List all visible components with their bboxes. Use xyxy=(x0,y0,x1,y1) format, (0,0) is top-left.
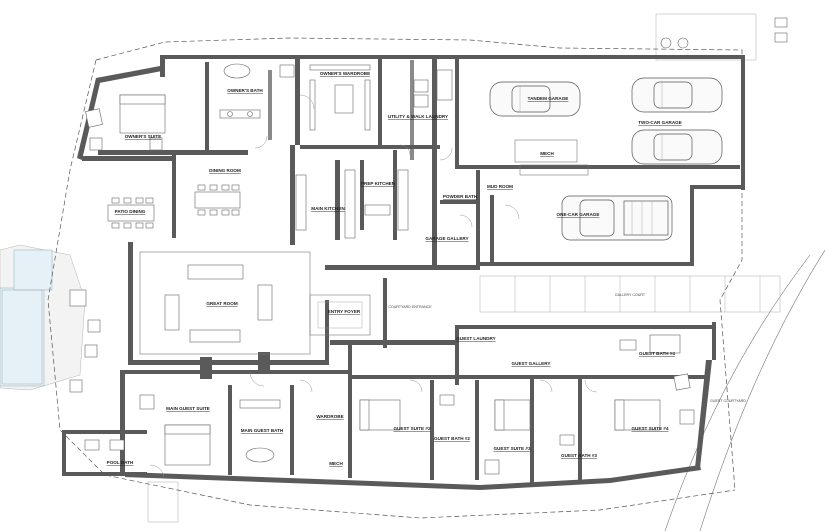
label-one-car-garage: ONE-CAR GARAGE xyxy=(557,212,600,217)
label-guest-bath-2: GUEST BATH #2 xyxy=(434,436,470,441)
door-swings xyxy=(149,94,598,480)
label-two-car-garage: TWO-CAR GARAGE xyxy=(638,120,682,125)
label-entry-foyer: ENTRY FOYER xyxy=(328,309,361,314)
planter-1 xyxy=(660,37,672,49)
kitchen-island xyxy=(295,174,307,231)
gallery-court-pavers xyxy=(479,275,781,313)
label-main-guest-suite: MAIN GUEST SUITE xyxy=(166,406,210,411)
spa xyxy=(13,249,53,291)
planter-2 xyxy=(677,37,689,49)
main-guest-tub xyxy=(245,447,275,463)
planter-3 xyxy=(774,17,788,28)
sofa-main xyxy=(187,264,244,280)
label-mech-bottom: MECH xyxy=(329,461,343,466)
label-guest-courtyard: GUEST COURTYARD xyxy=(710,399,746,403)
pool xyxy=(0,287,45,387)
label-dining-room: DINING ROOM xyxy=(209,168,241,173)
driveway-curve-outer xyxy=(699,249,825,531)
label-guest-suite-3: GUEST SUITE #3 xyxy=(493,446,530,451)
label-prep-kitchen: PREP KITCHEN xyxy=(361,181,396,186)
patio-table xyxy=(107,204,155,222)
car-tandem xyxy=(489,81,581,117)
label-gallery-court: GALLERY COURT xyxy=(615,293,646,297)
label-patio-dining: PATIO DINING xyxy=(115,209,146,214)
label-guest-suite-2: GUEST SUITE #2 xyxy=(393,426,430,431)
dining-table xyxy=(194,191,241,209)
pool-coping xyxy=(1,289,43,385)
label-mech-top: MECH xyxy=(540,151,554,156)
label-courtyard-entrance: COURTYARD ENTRANCE xyxy=(388,305,432,309)
label-guest-suite-4: GUEST SUITE #4 xyxy=(631,426,668,431)
owners-tub xyxy=(223,63,251,79)
label-owners-wardrobe: OWNER'S WARDROBE xyxy=(320,71,370,76)
label-mud-room: MUD ROOM xyxy=(487,184,513,189)
label-guest-laundry: GUEST LAUNDRY xyxy=(456,336,495,341)
label-guest-bath-4: GUEST BATH #4 xyxy=(639,351,675,356)
label-powder-bath: POWDER BATH xyxy=(443,194,478,199)
label-owners-suite: OWNER'S SUITE xyxy=(125,134,162,139)
label-utility-laundry: UTILITY & WALK LAUNDRY xyxy=(388,114,448,119)
foyer-rug xyxy=(309,294,371,336)
label-main-guest-bath: MAIN GUEST BATH xyxy=(241,428,284,433)
bottom-walk xyxy=(147,481,179,523)
roof-outline xyxy=(47,37,743,519)
label-owners-bath: OWNER'S BATH xyxy=(227,88,263,93)
truck-one-car xyxy=(561,195,673,241)
label-main-kitchen: MAIN KITCHEN xyxy=(311,206,345,211)
label-tandem-garage: TANDEM GARAGE xyxy=(528,96,569,101)
label-wardrobe: WARDROBE xyxy=(316,414,343,419)
car-two-car-2 xyxy=(631,129,723,165)
furniture xyxy=(69,63,723,475)
driveway-curve-inner xyxy=(664,254,811,531)
label-garage-gallery: GARAGE GALLERY xyxy=(425,236,468,241)
room-labels: OWNER'S SUITE OWNER'S BATH OWNER'S WARDR… xyxy=(107,71,747,466)
label-guest-gallery: GUEST GALLERY xyxy=(512,361,551,366)
label-pool-bath: POOL BATH xyxy=(107,460,134,465)
planter-4 xyxy=(774,32,788,43)
site-context xyxy=(0,13,825,531)
site-pad-top-right xyxy=(655,13,757,61)
label-guest-bath-3: GUEST BATH #3 xyxy=(561,453,597,458)
car-two-car-1 xyxy=(631,77,723,113)
label-great-room: GREAT ROOM xyxy=(206,301,237,306)
walls xyxy=(62,55,745,490)
